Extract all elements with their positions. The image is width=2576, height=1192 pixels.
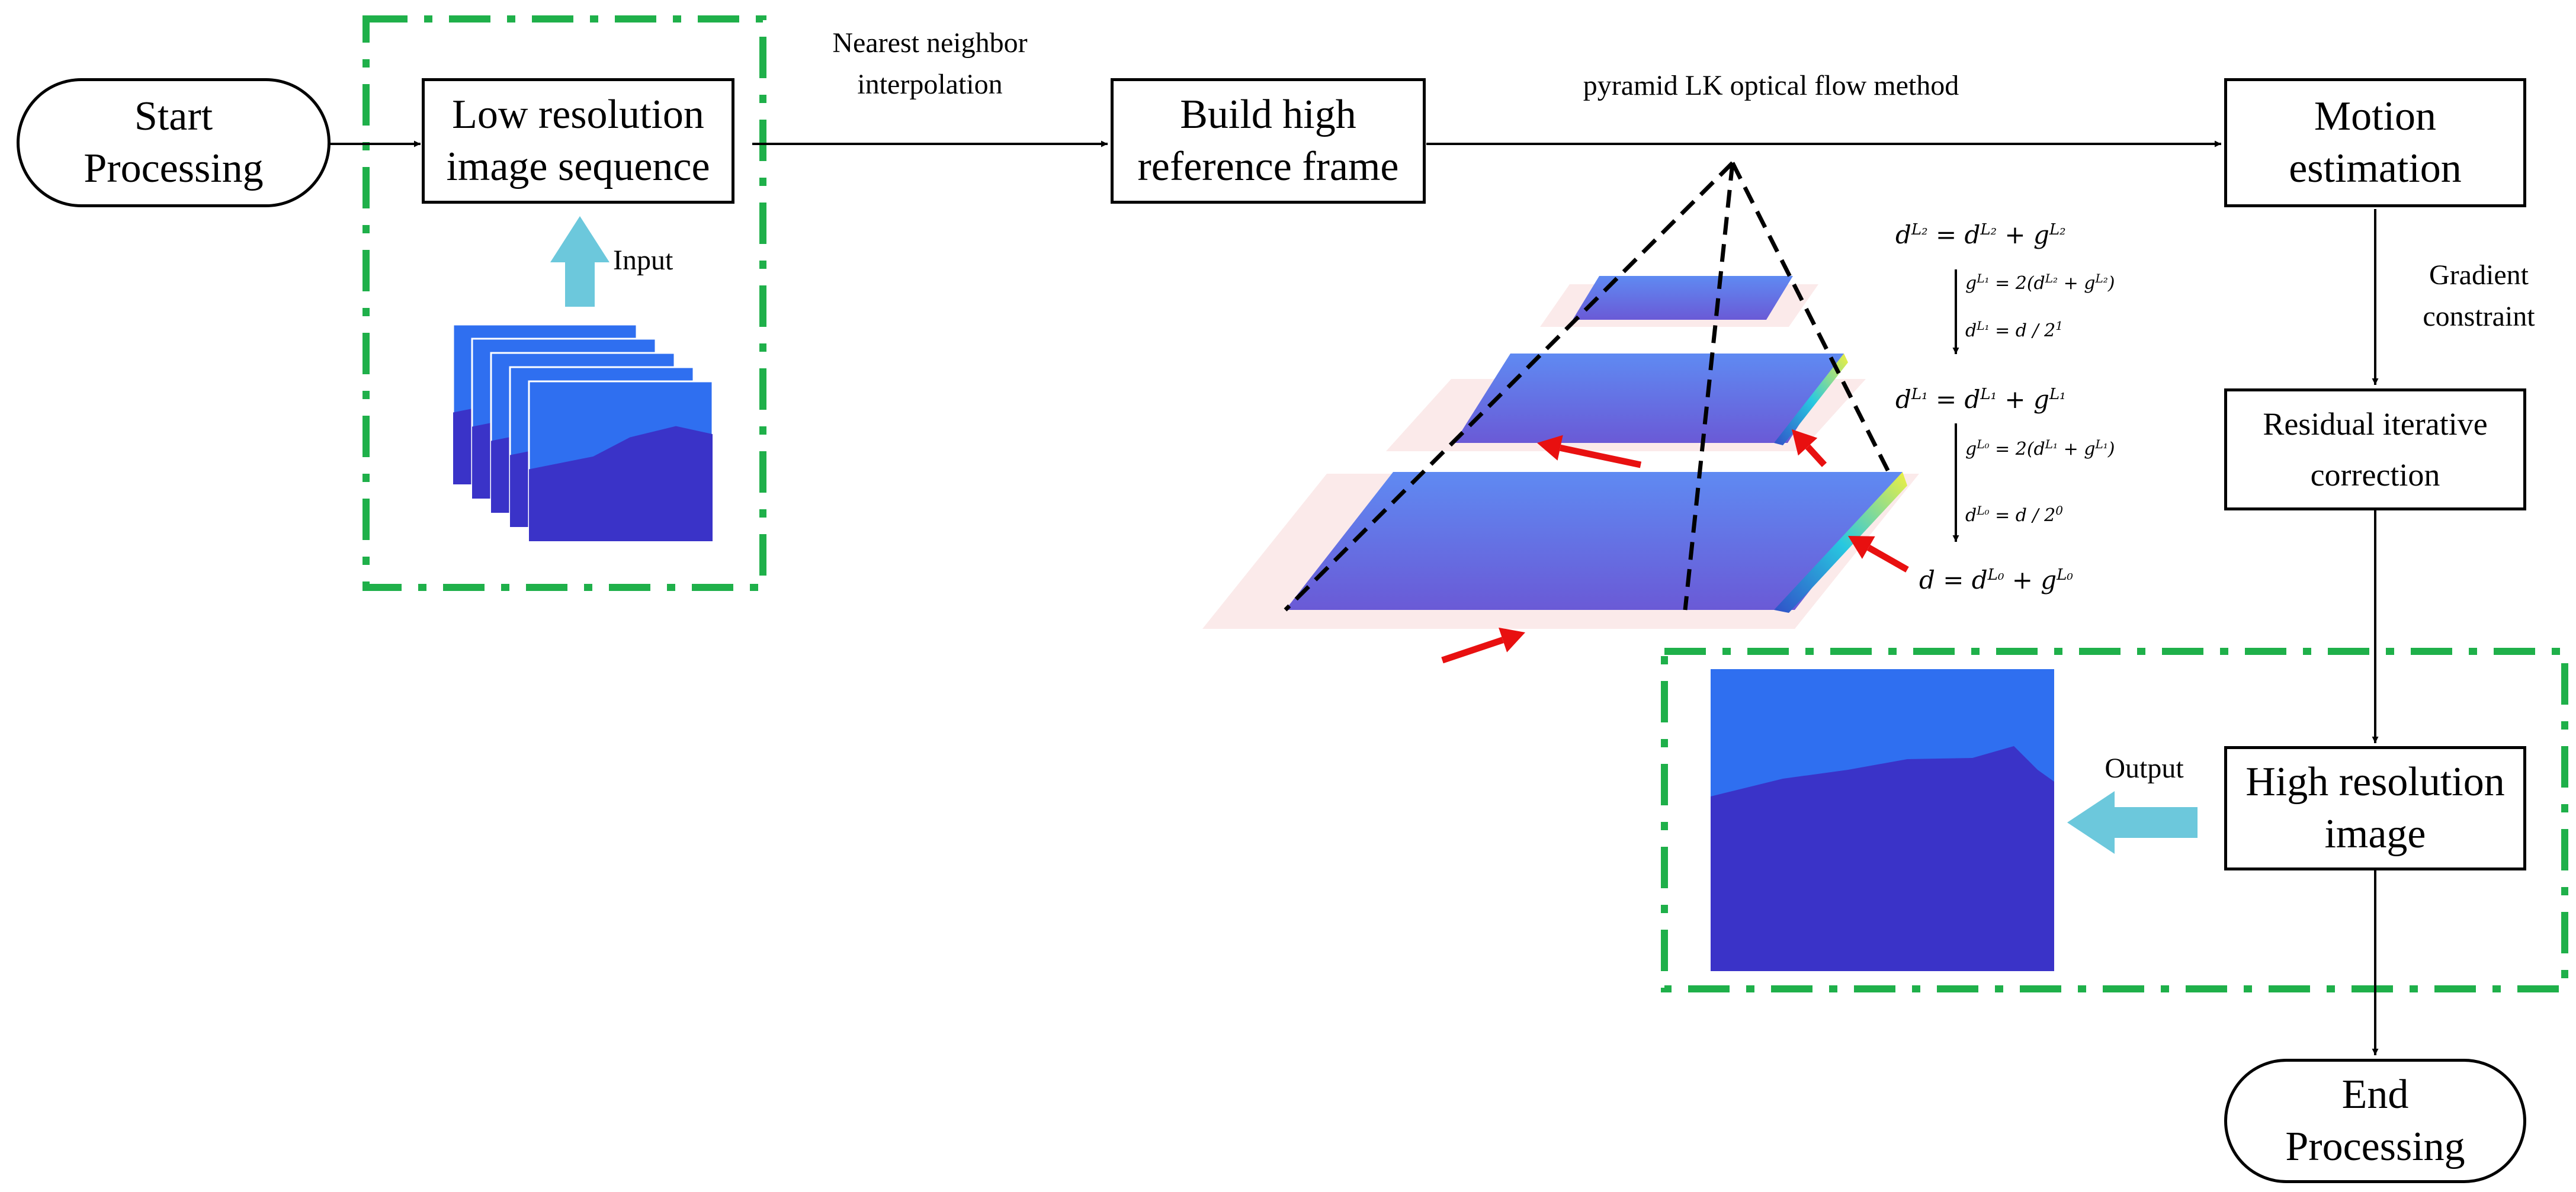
pyramid-layer-middle xyxy=(1454,354,1844,443)
input-image-region xyxy=(529,426,713,541)
flow-arrows xyxy=(1441,429,1909,664)
input-frame xyxy=(362,15,766,591)
flow-arrow-head xyxy=(1792,429,1818,456)
pyramid-layer-top xyxy=(1573,276,1793,320)
motion-node: Motion estimation xyxy=(2224,78,2526,207)
output-frame xyxy=(1661,648,2568,992)
pyramid-lk-label: pyramid LK optical flow method xyxy=(1583,70,1959,101)
flow-arrow-head xyxy=(1848,536,1875,559)
equation-g-l1: gL₁ = 2(dL₂ + gL₂) xyxy=(1965,271,2115,294)
equation-d-l1: dL₁ = dL₁ + gL₁ xyxy=(1895,385,2066,414)
equation-d-l2: dL₂ = dL₂ + gL₂ xyxy=(1895,220,2066,249)
output-label: Output xyxy=(2105,753,2184,784)
output-image xyxy=(1711,669,2054,971)
input-label: Input xyxy=(613,245,673,276)
pyramid-layer-bottom xyxy=(1285,472,1903,610)
flow-arrow-head xyxy=(1537,435,1563,461)
flow-arrow-shaft xyxy=(1805,444,1827,467)
residual-node: Residual iterative correction xyxy=(2224,388,2526,510)
pyramid-layer-middle-edge xyxy=(1774,354,1848,445)
start-node: Start Processing xyxy=(17,78,331,207)
pyramid-outline xyxy=(1284,161,1892,612)
high-res-node: High resolution image xyxy=(2224,746,2526,870)
flow-arrow-shaft xyxy=(1559,444,1642,468)
build-ref-node: Build high reference frame xyxy=(1111,78,1426,204)
gradient-constraint-label: Gradient constraint xyxy=(2423,259,2535,332)
nearest-neighbor-label: Nearest neighbor interpolation xyxy=(832,27,1028,100)
equation-d-final: d = dL₀ + gL₀ xyxy=(1919,566,2073,595)
pyramid-layer-bottom-edge xyxy=(1774,472,1907,613)
flow-arrow-shaft xyxy=(1867,545,1909,573)
end-node: End Processing xyxy=(2224,1059,2526,1183)
equation-g-l0: gL₀ = 2(dL₁ + gL₁) xyxy=(1965,437,2115,460)
flow-arrow-head xyxy=(1499,627,1525,653)
flow-arrow-shaft xyxy=(1441,637,1504,664)
equation-d-l0-frac: dL₀ = d / 20 xyxy=(1965,503,2063,526)
input-arrow xyxy=(550,216,609,307)
input-image-stack xyxy=(452,323,714,542)
output-arrow xyxy=(2067,791,2198,854)
equation-d-l1-frac: dL₁ = d / 21 xyxy=(1965,319,2063,341)
low-res-node: Low resolution image sequence xyxy=(422,78,734,204)
